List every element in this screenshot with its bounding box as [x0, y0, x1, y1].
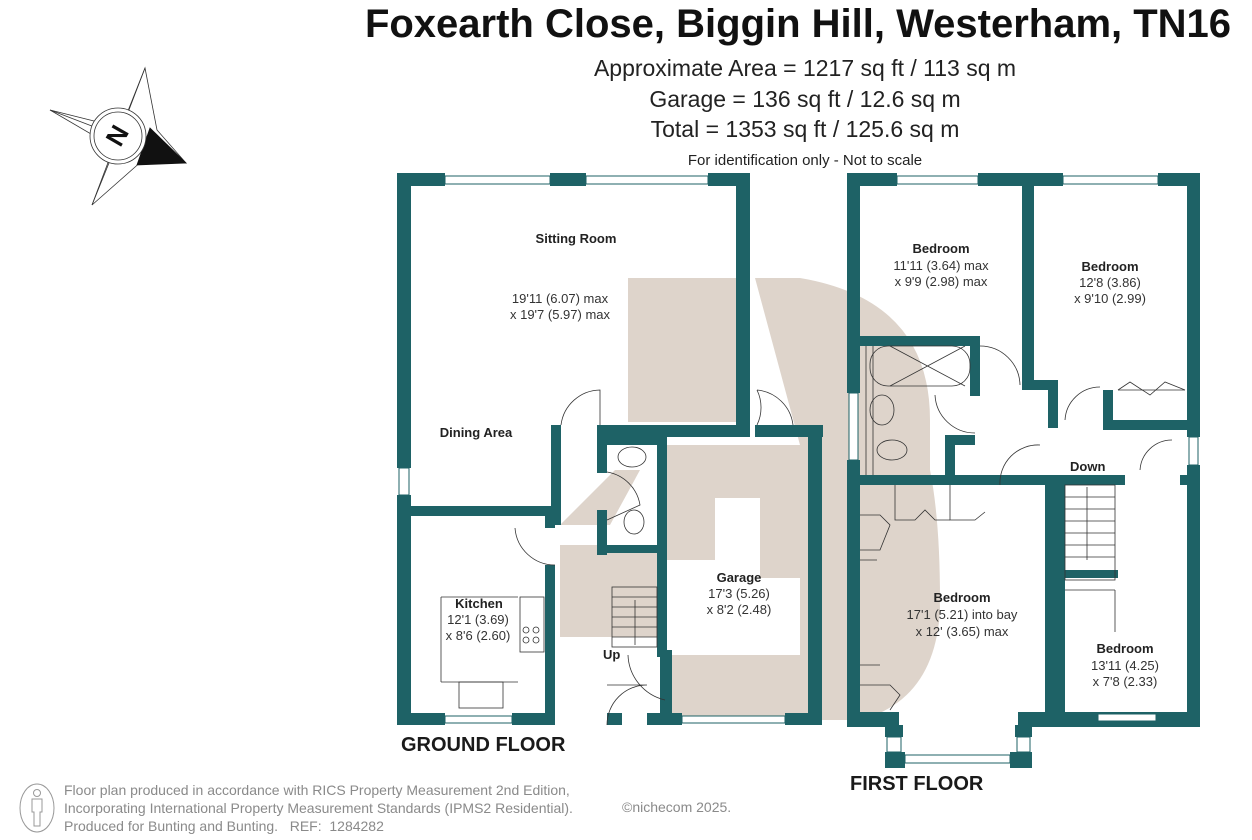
stairs-up-label: Up — [603, 647, 620, 662]
room-name-bedroom-4: Bedroom — [1096, 641, 1153, 656]
ground-floor-windows — [398, 175, 786, 724]
room-dims-garage: x 8'2 (2.48) — [707, 602, 772, 617]
ground-floor-label: GROUND FLOOR — [401, 734, 566, 756]
room-name-dining-area: Dining Area — [440, 425, 513, 440]
room-dims-bedroom-1: x 9'9 (2.98) max — [895, 274, 988, 289]
room-dims-bedroom-3: x 12' (3.65) max — [916, 624, 1009, 639]
footer-line-3: Produced for Bunting and Bunting. REF: 1… — [64, 818, 384, 834]
ground-floor-doors — [440, 389, 794, 726]
room-dims-bedroom-2: 12'8 (3.86) — [1079, 275, 1141, 290]
approximate-area: Approximate Area = 1217 sq ft / 113 sq m — [593, 55, 1017, 81]
total-area: Total = 1353 sq ft / 125.6 sq m — [650, 116, 960, 142]
garage-area: Garage = 136 sq ft / 12.6 sq m — [649, 86, 961, 112]
first-floor-doors — [860, 345, 1186, 711]
room-dims-bedroom-1: 11'11 (3.64) max — [893, 258, 989, 273]
first-floor-windows — [848, 175, 1199, 764]
room-name-bedroom-1: Bedroom — [912, 241, 969, 256]
room-dims-bedroom-3: 17'1 (5.21) into bay — [907, 607, 1018, 622]
room-dims-kitchen: x 8'6 (2.60) — [446, 628, 511, 643]
room-dims-bedroom-4: x 7'8 (2.33) — [1093, 674, 1158, 689]
room-dims-garage: 17'3 (5.26) — [708, 586, 770, 601]
room-name-sitting-room: Sitting Room — [536, 231, 617, 246]
room-dims-sitting-room: x 19'7 (5.97) max — [510, 307, 611, 322]
room-dims-sitting-room: 19'11 (6.07) max — [512, 291, 609, 306]
footer-line-1: Floor plan produced in accordance with R… — [64, 782, 570, 798]
first-floor-label: FIRST FLOOR — [850, 773, 984, 795]
room-dims-bedroom-4: 13'11 (4.25) — [1091, 658, 1159, 673]
room-name-kitchen: Kitchen — [455, 596, 503, 611]
room-name-garage: Garage — [717, 570, 762, 585]
room-dims-bedroom-2: x 9'10 (2.99) — [1074, 291, 1146, 306]
stairs-down-label: Down — [1070, 459, 1105, 474]
room-dims-kitchen: 12'1 (3.69) — [447, 612, 509, 627]
footer-notes: Floor plan produced in accordance with R… — [64, 781, 573, 835]
footer-line-2: Incorporating International Property Mea… — [64, 800, 573, 816]
room-name-bedroom-2: Bedroom — [1081, 259, 1138, 274]
copyright-notice: ©nichecom 2025. — [622, 799, 732, 815]
room-name-bedroom-3: Bedroom — [933, 590, 990, 605]
ground-floor-walls — [397, 173, 823, 725]
watermark-shapes — [560, 278, 940, 720]
property-title: Foxearth Close, Biggin Hill, Westerham, … — [364, 2, 1232, 46]
north-compass-icon: N — [49, 66, 187, 206]
scale-disclaimer: For identification only - Not to scale — [687, 152, 923, 169]
person-measurement-icon — [19, 783, 55, 833]
